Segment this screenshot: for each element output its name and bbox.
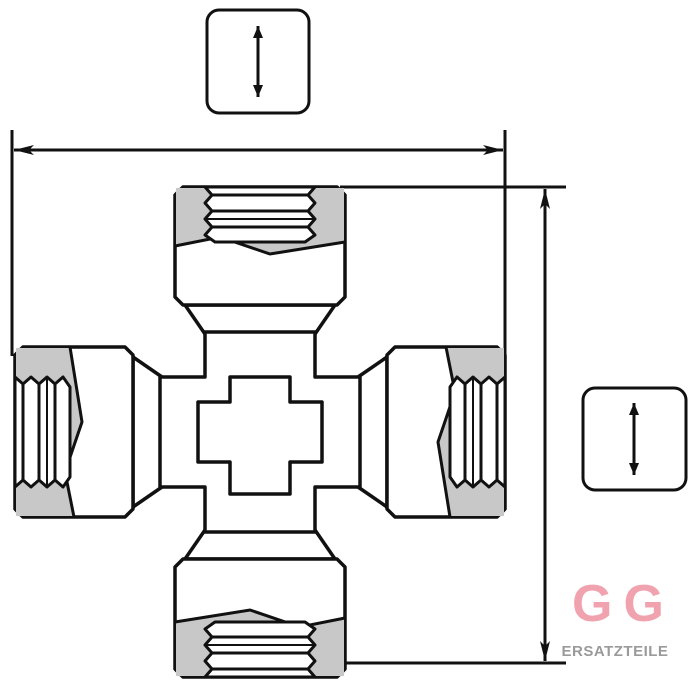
logo-mark: G&G <box>560 578 670 641</box>
inner-bore-cross <box>196 375 324 496</box>
dimension-lines <box>10 130 566 665</box>
vertical-double-arrow-icon <box>581 386 688 492</box>
logo-subtitle: ERSATZTEILE <box>561 643 669 660</box>
logo-ampersand: & <box>608 587 622 607</box>
logo-g-right: G <box>623 575 665 633</box>
cross-fitting <box>13 185 507 679</box>
vertical-double-arrow-icon <box>205 8 311 115</box>
logo-g-left: G <box>572 575 613 633</box>
brand-logo: G&G ERSATZTEILE <box>560 578 670 660</box>
